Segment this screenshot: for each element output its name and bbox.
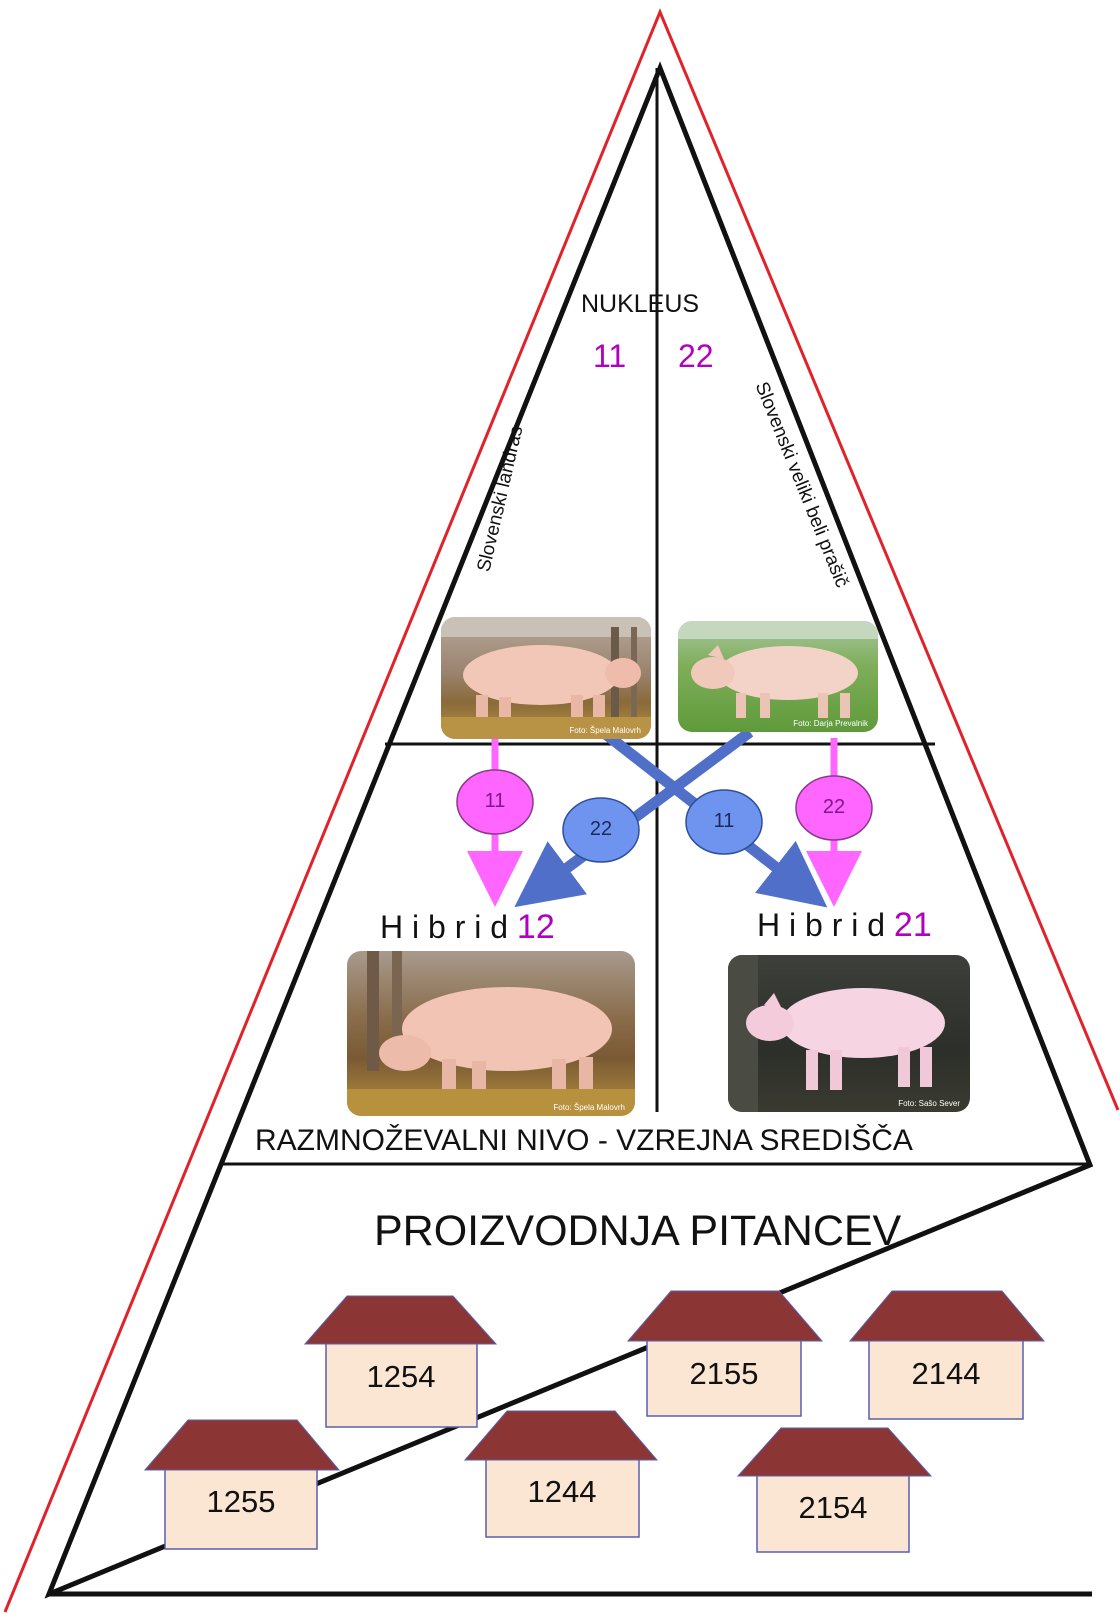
nucleus-code-right: 22 [678,338,714,374]
house-number: 1255 [206,1484,276,1519]
house-number: 1244 [527,1474,597,1509]
house-number: 2144 [911,1356,981,1391]
bubble-right-pink [795,775,873,841]
house-2144 [848,1290,1046,1420]
house-1255 [143,1419,341,1550]
blue-arrow-to-left [514,727,754,908]
photo-credit: Foto: Špela Malovrh [569,726,641,735]
house-number: 2155 [689,1356,759,1391]
house-1244 [463,1410,659,1538]
bubble-left-blue-label: 22 [589,818,613,840]
hybrid-code: 21 [893,906,932,944]
photo-credit: Foto: Sašo Sever [898,1099,960,1108]
house-2154 [736,1427,933,1553]
nucleus-code-left: 11 [593,338,627,374]
hybrid-word: H i b r i d [757,907,886,943]
house-number: 2154 [798,1490,868,1525]
inner-black-triangle [44,61,1094,1599]
outer-red-triangle [3,8,1120,1613]
hybrid-label-left: H i b r i d 12 [380,908,555,947]
photo-credit: Foto: Špela Malovrh [553,1103,625,1112]
breeding-level-label: RAZMNOŽEVALNI NIVO - VZREJNA SREDIŠČA [255,1124,913,1157]
photo-slovenski-landras: Foto: Špela Malovrh [441,617,651,739]
photo-hibrid-21: Foto: Sašo Sever [728,955,970,1112]
pig-silhouette-icon [441,617,651,739]
production-level-label: PROIZVODNJA PITANCEV [374,1207,902,1255]
hybrid-code: 12 [516,908,555,946]
pig-silhouette-icon [347,951,635,1116]
bubble-right-blue [685,789,763,855]
bubble-left-pink [456,769,534,835]
house-2155 [626,1290,824,1417]
bubble-right-blue-label: 11 [713,810,735,832]
bubble-left-pink-label: 11 [484,790,506,812]
hybrid-label-right: H i b r i d 21 [757,906,932,945]
nucleus-title: NUKLEUS [581,290,700,318]
photo-slovenski-veliki-beli-prasic: Foto: Darja Prevalnik [678,621,878,732]
bubble-left-blue [562,797,640,863]
pig-silhouette-icon [728,955,945,1112]
bubble-right-pink-label: 22 [822,796,846,818]
photo-hibrid-12: Foto: Špela Malovrh [347,951,635,1116]
hybrid-word: H i b r i d [380,909,509,945]
photo-credit: Foto: Darja Prevalnik [793,719,868,728]
pig-silhouette-icon [678,621,878,718]
house-1254 [303,1295,498,1428]
house-number: 1254 [366,1359,436,1394]
